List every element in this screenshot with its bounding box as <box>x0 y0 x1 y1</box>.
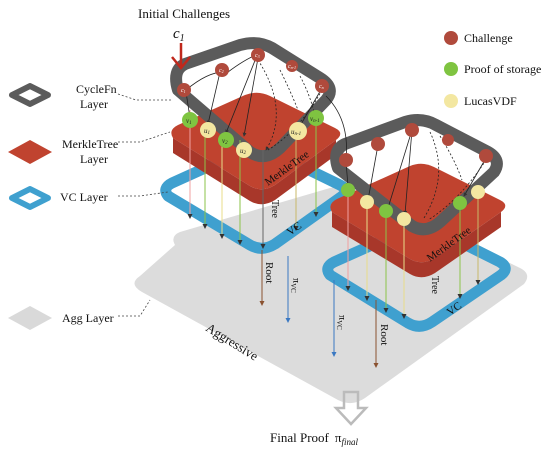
left-merkle-side <box>173 138 336 205</box>
svg-text:c1: c1 <box>181 88 186 94</box>
cross-stack-link <box>325 95 349 161</box>
left-node-labels: v1 u1 v2 u2 un-1 vn-1 <box>186 115 320 156</box>
challenge-legend-label: Challenge <box>464 31 513 45</box>
left-root-label: Root <box>263 262 275 283</box>
merkle-legend-label-1: MerkleTree <box>62 137 118 151</box>
lucas-legend-label: LucasVDF <box>464 94 517 108</box>
right-challenge-circles <box>339 123 493 167</box>
svg-text:u2: u2 <box>240 147 247 156</box>
svg-text:cn: cn <box>319 84 324 90</box>
left-vc-ring <box>160 142 351 254</box>
initial-challenges-label: Initial Challenges <box>138 6 230 21</box>
merkle-legend-icon <box>8 140 52 164</box>
svg-text:v2: v2 <box>222 137 228 146</box>
right-tree-label: Tree <box>429 276 440 295</box>
svg-text:v1: v1 <box>186 117 192 126</box>
right-merkle-layer <box>330 163 506 263</box>
agg-legend-label: Agg Layer <box>62 311 114 325</box>
svg-text:c2: c2 <box>219 68 224 74</box>
left-challenge-labels: c1 c2 c3 cn-1 cn <box>181 53 324 94</box>
right-root-label: Root <box>378 324 390 345</box>
left-pivc-label: πVC <box>289 278 301 293</box>
agg-legend-icon <box>8 306 52 330</box>
svg-text:un-1: un-1 <box>291 128 301 137</box>
lucas-legend-icon <box>444 94 458 108</box>
svg-text:c3: c3 <box>255 53 260 59</box>
svg-text:cn-1: cn-1 <box>288 64 296 70</box>
svg-text:u1: u1 <box>204 127 210 136</box>
proof-legend-label: Proof of storage <box>464 62 541 76</box>
legend-leader-lines <box>117 93 172 317</box>
vc-legend-icon <box>9 186 51 210</box>
right-vc-ring <box>322 220 511 332</box>
merkle-legend-label-2: Layer <box>80 152 108 166</box>
right-node-circles <box>341 183 485 226</box>
initial-challenge-arrow <box>171 43 191 70</box>
vc-legend-label: VC Layer <box>60 190 108 204</box>
proof-legend-icon <box>444 62 458 76</box>
left-challenge-circles <box>177 48 329 97</box>
cyclefn-legend-icon <box>9 83 51 107</box>
c1-label: c1 <box>173 26 185 44</box>
final-proof-arrow <box>333 390 369 426</box>
svg-text:vn-1: vn-1 <box>310 115 320 124</box>
challenge-legend-icon <box>444 31 458 45</box>
cyclefn-legend-label-2: Layer <box>80 97 108 111</box>
right-pivc-label: πVC <box>335 315 347 330</box>
right-merkle-side <box>332 212 501 278</box>
cyclefn-legend-label-1: CycleFn <box>76 82 117 96</box>
left-node-circles <box>182 110 324 158</box>
left-tree-label: Tree <box>269 200 280 219</box>
right-vertical-arrows <box>345 190 481 319</box>
